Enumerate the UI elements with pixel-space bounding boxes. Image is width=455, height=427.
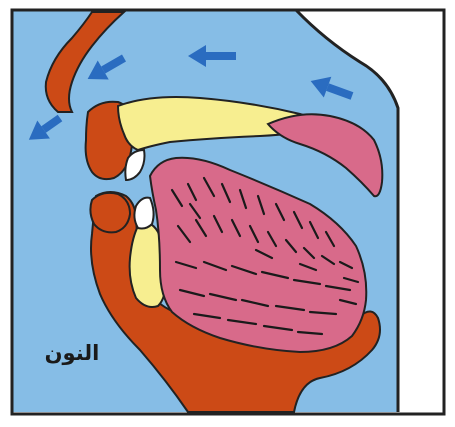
label-nun: النون — [45, 341, 100, 365]
lower-lip — [90, 193, 130, 232]
